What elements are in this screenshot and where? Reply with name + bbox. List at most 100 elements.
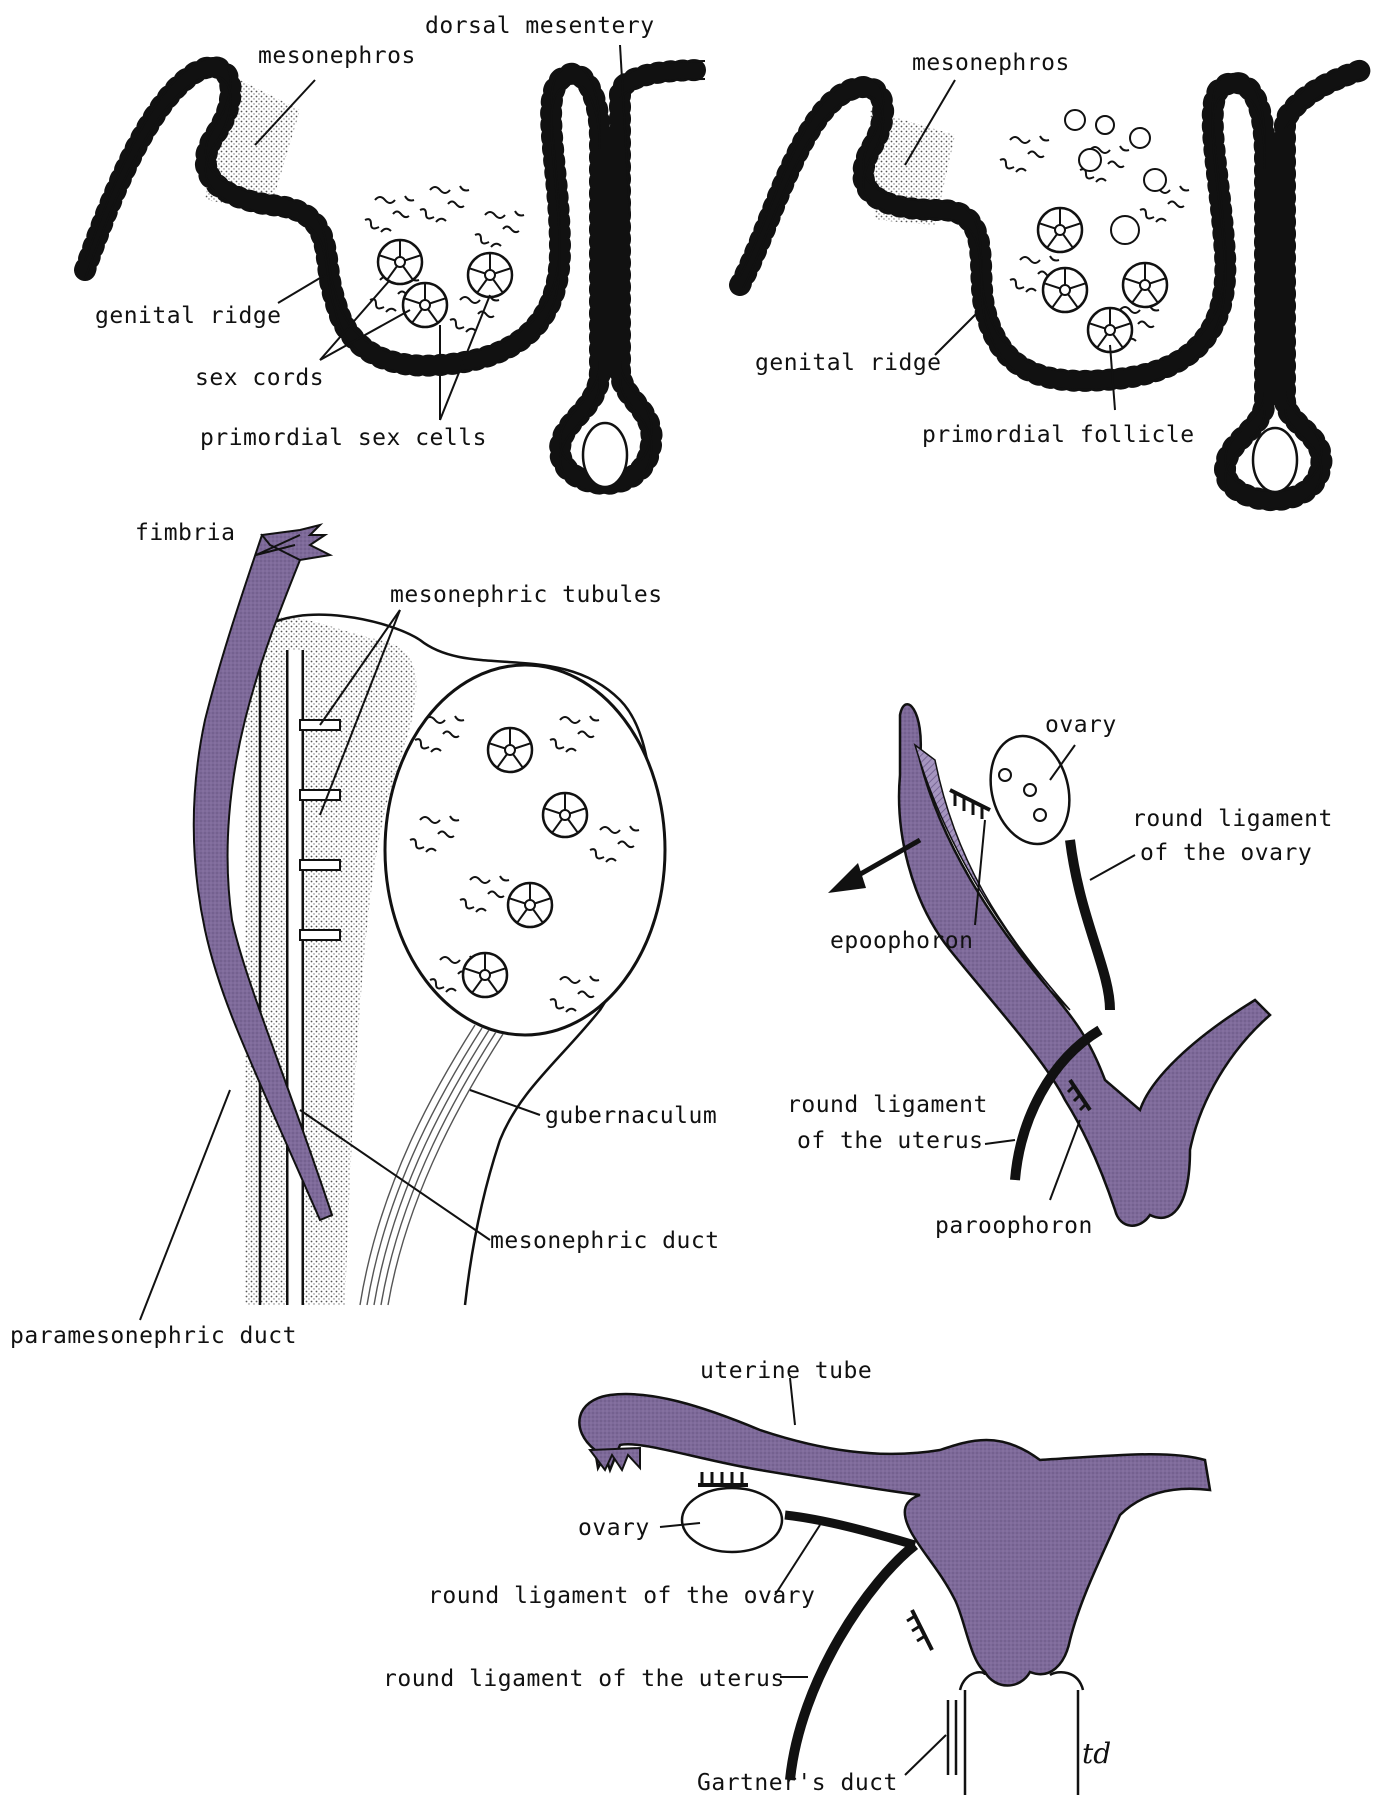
leader-genital-ridge-1	[277, 274, 326, 304]
fimbria-shape-2	[588, 1446, 641, 1473]
follicle-cell	[506, 881, 554, 929]
fimbria-shape	[260, 523, 334, 562]
label-mesonephros-1: mesonephros	[258, 43, 416, 69]
panel-descent: ovary round ligament of the ovary epooph…	[787, 703, 1333, 1239]
uterus-and-tube-shape	[578, 1392, 1212, 1687]
ovary-follicle-dot	[1023, 783, 1037, 797]
leader-sex-cords-a	[319, 279, 391, 361]
label-round-ligament-ovary-1b: of the ovary	[1140, 840, 1312, 866]
descent-arrow-shaft	[848, 837, 922, 883]
degenerating-cell	[1095, 115, 1115, 135]
label-genital-ridge-2: genital ridge	[755, 350, 942, 376]
vagina-top-right	[1049, 1671, 1085, 1691]
leader-uterine-tube	[789, 1377, 796, 1426]
gut-tube-2	[1251, 426, 1299, 494]
leader-ovary-1	[1049, 744, 1076, 781]
leader-round-ligament-uterus-1	[984, 1139, 1016, 1145]
leader-primordial-cells-b	[439, 294, 491, 421]
label-paramesonephric-duct: paramesonephric duct	[10, 1323, 297, 1349]
label-sex-cords: sex cords	[195, 365, 324, 391]
leader-round-ligament-ovary-2	[774, 1524, 821, 1596]
round-ligament-ovary-shape-2	[784, 1510, 917, 1550]
degenerating-cell	[1129, 127, 1151, 149]
label-round-ligament-uterus-2: round ligament of the uterus	[383, 1666, 785, 1692]
paroophoron-ticks-2	[906, 1614, 926, 1643]
label-uterine-tube: uterine tube	[700, 1358, 872, 1384]
leader-epoophoron	[974, 819, 986, 926]
ovary-follicle-dot	[998, 768, 1012, 782]
leader-gartners-duct	[904, 1734, 947, 1776]
label-genital-ridge-1: genital ridge	[95, 303, 282, 329]
panel-ovary-differentiation: mesonephros genital ridge primordial fol…	[729, 50, 1373, 512]
primordial-follicle-cell	[1121, 261, 1169, 309]
descent-arrow-head	[828, 863, 866, 893]
paramesonephric-duct-shape	[192, 533, 334, 1222]
round-ligament-ovary-shape-1	[1065, 839, 1115, 1011]
leader-primordial-follicle	[1109, 344, 1116, 411]
paroophoron-ticks	[1066, 1083, 1089, 1112]
leader-gubernaculum	[469, 1089, 541, 1116]
primordial-sex-cell	[401, 281, 449, 329]
developing-ovary	[383, 663, 667, 1037]
label-td: td	[1082, 1737, 1111, 1770]
panel-ducts-and-gonad: fimbria mesonephric tubules gubernaculum…	[10, 520, 720, 1349]
leader-fimbria-b	[255, 534, 301, 556]
follicle-cell	[461, 951, 509, 999]
vagina-top-left	[958, 1671, 987, 1691]
label-gubernaculum: gubernaculum	[545, 1103, 717, 1129]
epithelium-outer-line-1	[84, 57, 706, 476]
epoophoron-ticks	[953, 792, 984, 819]
follicle-cell	[541, 791, 589, 839]
label-ovary-2: ovary	[578, 1515, 650, 1541]
label-gartners-duct: Gartner's duct	[697, 1770, 898, 1796]
label-round-ligament-uterus-1a: round ligament	[787, 1092, 988, 1118]
label-round-ligament-ovary-2: round ligament of the ovary	[428, 1583, 815, 1609]
label-paroophoron: paroophoron	[935, 1213, 1093, 1239]
leader-mesonephric-duct	[299, 1109, 491, 1241]
label-fimbria: fimbria	[135, 520, 235, 546]
gubernaculum-shape	[359, 1024, 504, 1306]
ovary-shape-2	[680, 1486, 784, 1554]
label-primordial-sex-cells: primordial sex cells	[200, 425, 487, 451]
label-mesonephric-duct: mesonephric duct	[490, 1228, 720, 1254]
primordial-follicle-cell	[1036, 206, 1084, 254]
sex-cord-cell	[376, 238, 424, 286]
leader-round-ligament-ovary-1	[1089, 854, 1136, 881]
leader-ovary-2	[659, 1522, 701, 1528]
leader-mesonephros-1	[254, 79, 316, 146]
label-round-ligament-uterus-1b: of the uterus	[797, 1128, 984, 1154]
round-ligament-uterus-shape-2	[785, 1541, 919, 1781]
leader-dorsal-mesentery	[619, 44, 631, 216]
primordial-sex-cell	[466, 251, 514, 299]
mesonephric-remnant-1	[913, 743, 1071, 1011]
label-dorsal-mesentery: dorsal mesentery	[425, 13, 655, 39]
degenerating-cell	[1078, 148, 1102, 172]
coelomic-epithelium-2	[729, 59, 1373, 512]
panel-indifferent-gonad: dorsal mesentery mesonephros genital rid…	[74, 13, 716, 495]
coelomic-epithelium-1	[74, 56, 716, 495]
label-epoophoron: epoophoron	[830, 928, 973, 954]
round-ligament-uterus-shape-1	[1010, 1025, 1103, 1181]
epoophoron-ticks-2	[700, 1472, 744, 1485]
epithelium-inner-line-2	[739, 78, 1363, 511]
epithelium-inner-line-1	[84, 75, 706, 494]
leader-mesonephros-2	[904, 79, 956, 166]
leader-mesonephric-tubules-a	[319, 609, 401, 726]
leader-sex-cords-b	[319, 309, 411, 361]
epithelium-outer-line-2	[739, 60, 1363, 493]
degenerating-cell	[1064, 109, 1086, 131]
label-ovary-1: ovary	[1045, 712, 1117, 738]
uterus-tube-shape-1	[897, 703, 1272, 1227]
label-mesonephros-2: mesonephros	[912, 50, 1070, 76]
follicle-cell	[486, 726, 534, 774]
leader-paramesonephric-duct	[139, 1089, 231, 1321]
panel-adult-arrangement: uterine tube ovary round ligament of the…	[383, 1358, 1212, 1796]
degenerating-cell	[1143, 168, 1167, 192]
label-round-ligament-ovary-1a: round ligament	[1132, 806, 1333, 832]
degenerating-cell	[1110, 215, 1140, 245]
leader-fimbria-a	[255, 544, 296, 556]
ovary-follicle-dot	[1033, 808, 1047, 822]
label-mesonephric-tubules: mesonephric tubules	[390, 582, 663, 608]
label-primordial-follicle: primordial follicle	[922, 422, 1195, 448]
